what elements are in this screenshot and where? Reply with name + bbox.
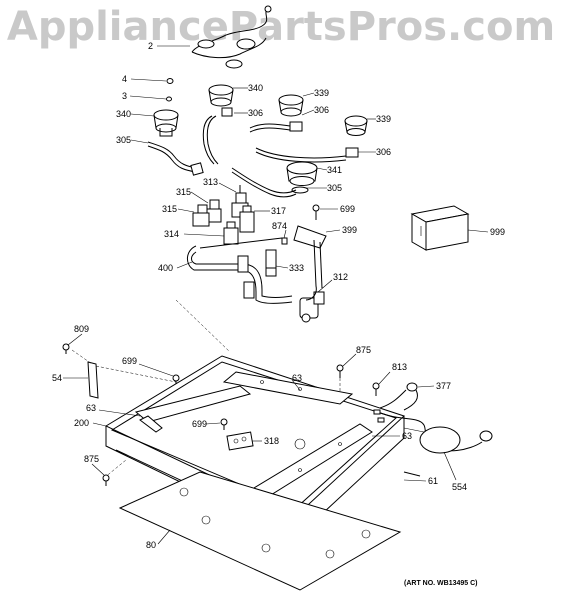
callout-3: 3 bbox=[122, 91, 127, 101]
screw-699-center bbox=[220, 418, 228, 430]
screw-699-top bbox=[312, 204, 320, 220]
art-number: (ART NO. WB13495 C) bbox=[404, 580, 478, 587]
callout-305-center: 305 bbox=[327, 183, 342, 193]
callout-399: 399 bbox=[342, 225, 357, 235]
callout-315-upper: 315 bbox=[176, 187, 191, 197]
mounting-bracket-399 bbox=[293, 225, 327, 301]
callout-339-center: 339 bbox=[314, 88, 329, 98]
screw-813 bbox=[372, 382, 380, 396]
callout-813: 813 bbox=[392, 362, 407, 372]
small-cap-part-3 bbox=[166, 96, 172, 102]
watermark-text: AppliancePartsPros.com bbox=[6, 4, 556, 50]
callout-305-left: 305 bbox=[116, 135, 131, 145]
callout-312: 312 bbox=[333, 272, 348, 282]
pressure-regulator-312 bbox=[299, 291, 325, 323]
callout-314: 314 bbox=[164, 229, 179, 239]
callout-4: 4 bbox=[122, 74, 127, 84]
callout-999: 999 bbox=[490, 227, 505, 237]
spark-module-318 bbox=[226, 431, 254, 451]
callout-80: 80 bbox=[146, 540, 156, 550]
callout-63-right: 63 bbox=[402, 431, 412, 441]
bracket-part-333 bbox=[265, 249, 277, 269]
clip-part-874 bbox=[281, 237, 288, 245]
callout-200: 200 bbox=[74, 418, 89, 428]
callout-63-left: 63 bbox=[86, 403, 96, 413]
callout-2: 2 bbox=[148, 41, 153, 51]
gas-tube-306-center bbox=[202, 107, 233, 165]
small-cap-part-4 bbox=[166, 78, 174, 84]
screw-875-left bbox=[102, 474, 110, 486]
burner-head-339-center bbox=[278, 94, 304, 117]
callout-699-top: 699 bbox=[340, 204, 355, 214]
callout-400: 400 bbox=[158, 263, 173, 273]
callout-809: 809 bbox=[74, 324, 89, 334]
insulation-sheet-80 bbox=[118, 471, 402, 591]
callout-54: 54 bbox=[52, 373, 62, 383]
burner-valve-317 bbox=[239, 205, 255, 233]
burner-head-340-left bbox=[153, 109, 179, 137]
callout-317: 317 bbox=[271, 206, 286, 216]
callout-340-left: 340 bbox=[116, 109, 131, 119]
callout-306-center: 306 bbox=[248, 108, 263, 118]
parts-box-999 bbox=[410, 205, 470, 251]
callout-63-top: 63 bbox=[292, 373, 302, 383]
gas-tube-306-right bbox=[255, 147, 359, 163]
side-bracket-54 bbox=[87, 361, 99, 399]
burner-head-341 bbox=[286, 161, 318, 194]
screw-875-right bbox=[336, 364, 344, 378]
callout-339-right: 339 bbox=[376, 114, 391, 124]
callout-313: 313 bbox=[203, 177, 218, 187]
power-cord-554 bbox=[373, 409, 493, 454]
callout-315-lower: 315 bbox=[162, 204, 177, 214]
callout-875-right: 875 bbox=[356, 345, 371, 355]
callout-61: 61 bbox=[428, 476, 438, 486]
callout-333: 333 bbox=[289, 263, 304, 273]
gas-tube-305-left bbox=[147, 141, 204, 176]
callout-340-center: 340 bbox=[248, 83, 263, 93]
connector-377 bbox=[379, 382, 418, 411]
burner-valve-314 bbox=[223, 221, 239, 245]
ignitor-harness-part bbox=[191, 5, 272, 69]
support-bar-63-top bbox=[222, 371, 354, 405]
burner-valve-315-lower bbox=[192, 204, 210, 227]
callout-874: 874 bbox=[272, 221, 287, 231]
callout-306-center-right: 306 bbox=[314, 105, 329, 115]
callout-699-center: 699 bbox=[192, 419, 207, 429]
gas-manifold-400 bbox=[187, 237, 293, 304]
callout-341: 341 bbox=[327, 165, 342, 175]
burner-head-340-center bbox=[208, 84, 234, 107]
callout-318: 318 bbox=[264, 436, 279, 446]
gas-tube-306-center-right bbox=[249, 121, 303, 133]
support-bar-63-left bbox=[134, 385, 252, 433]
screw-809 bbox=[62, 343, 70, 354]
callout-699-left: 699 bbox=[122, 356, 137, 366]
callout-875-left: 875 bbox=[84, 454, 99, 464]
bottom-pan-61-edge bbox=[403, 471, 421, 477]
callout-377: 377 bbox=[436, 381, 451, 391]
frame-hole bbox=[294, 438, 306, 450]
callout-554: 554 bbox=[452, 482, 467, 492]
burner-head-339-right bbox=[344, 115, 368, 136]
gas-tube-305-center bbox=[231, 167, 297, 198]
callout-306-right: 306 bbox=[376, 147, 391, 157]
